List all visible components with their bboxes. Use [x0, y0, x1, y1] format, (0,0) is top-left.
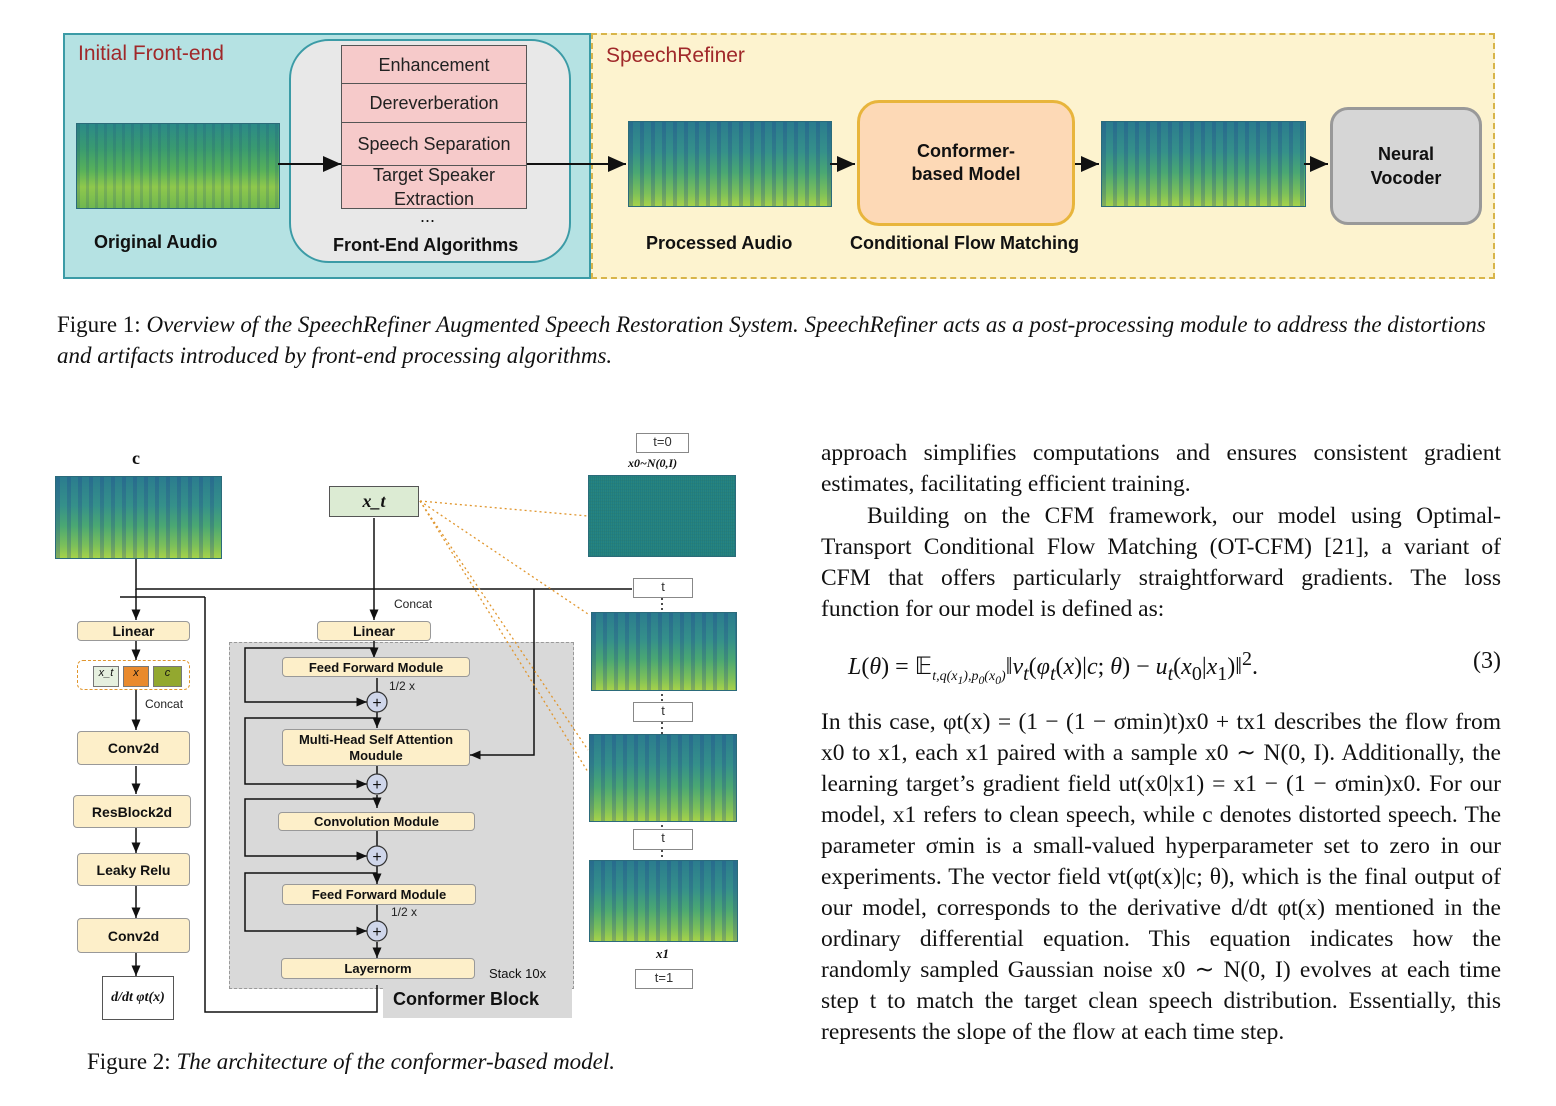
figure2-caption-prefix: Figure 2: — [87, 1049, 171, 1074]
cfm-label: Conditional Flow Matching — [850, 233, 1079, 253]
feed-forward-1: Feed Forward Module — [282, 657, 470, 677]
algo-ellipsis: ... — [420, 206, 436, 226]
algo-dereverberation: Dereverberation — [341, 83, 527, 123]
t-box-1: t — [633, 578, 693, 598]
noise-spectrogram — [588, 475, 736, 557]
xt-input: x_t — [329, 486, 419, 517]
layernorm: Layernorm — [281, 958, 475, 979]
conformer-block-label: Conformer Block — [393, 989, 540, 1009]
concat-group — [77, 660, 190, 690]
equation-3: L(θ) = 𝔼t,q(x1),p0(x0)‖vt(φt(x)|c; θ) − … — [848, 648, 1501, 687]
half-x-2: 1/2 x — [391, 905, 418, 919]
x0-dist-label: x0~N(0,I) — [628, 456, 678, 470]
c-label: c — [132, 448, 140, 468]
paragraph-2: Building on the CFM framework, our model… — [821, 503, 1501, 622]
step2-spectrogram — [589, 734, 737, 822]
concat-x: x — [123, 666, 149, 687]
half-x-1: 1/2 x — [389, 679, 416, 693]
conformer-linear: Linear — [317, 621, 431, 641]
processed-audio-spectrogram — [628, 121, 832, 207]
paragraph-1: approach simplifies computations and ens… — [821, 440, 1501, 497]
figure2-caption-text: The architecture of the conformer-based … — [176, 1049, 616, 1074]
c-spectrogram — [55, 476, 222, 559]
processed-audio-label: Processed Audio — [646, 233, 793, 253]
figure1-arrows — [278, 156, 1328, 172]
concat-c: c — [153, 666, 182, 687]
x1-spectrogram — [589, 860, 738, 942]
algo-speech-separation: Speech Separation — [341, 122, 527, 166]
t1-box: t=1 — [635, 969, 693, 989]
figure1-caption: Figure 1: Overview of the SpeechRefiner … — [57, 309, 1502, 371]
frontend-title: Initial Front-end — [78, 42, 224, 65]
original-audio-spectrogram — [76, 123, 280, 209]
left-leaky-relu: Leaky Relu — [77, 853, 190, 886]
original-audio-label: Original Audio — [94, 232, 218, 252]
figure1-caption-prefix: Figure 1: — [57, 312, 141, 337]
concat-label-right: Concat — [394, 597, 433, 611]
speechrefiner-title: SpeechRefiner — [606, 44, 745, 67]
left-resblock2d: ResBlock2d — [73, 795, 191, 828]
figure2-lines: + + + + — [120, 500, 663, 1013]
neural-vocoder-label: Neural Vocoder — [1370, 144, 1442, 188]
left-linear: Linear — [77, 621, 190, 641]
svg-text:+: + — [372, 849, 381, 866]
t0-box: t=0 — [636, 433, 689, 453]
left-conv2d-1: Conv2d — [77, 731, 190, 765]
neural-vocoder-box: Neural Vocoder — [1330, 107, 1482, 225]
conformer-label-bg — [383, 986, 572, 1018]
svg-text:+: + — [372, 695, 381, 712]
svg-text:+: + — [372, 777, 381, 794]
conformer-model-box: Conformer-based Model — [857, 100, 1075, 226]
algo-target-speaker-extraction: Target Speaker Extraction — [341, 165, 527, 209]
conformer-model-label: Conformer-based Model — [911, 141, 1021, 184]
step1-spectrogram — [591, 612, 737, 691]
concat-label-left: Concat — [145, 697, 184, 711]
svg-text:+: + — [372, 924, 381, 941]
stack-label: Stack 10x — [489, 966, 547, 981]
concat-xt: x_t — [93, 666, 119, 687]
left-conv2d-2: Conv2d — [77, 918, 190, 953]
paragraph-3: In this case, φt(x) = (1 − (1 − σmin)t)x… — [821, 709, 1501, 1045]
feed-forward-2: Feed Forward Module — [282, 884, 476, 905]
x1-label: x1 — [656, 946, 669, 961]
convolution-module: Convolution Module — [278, 812, 475, 831]
frontend-algorithms-label: Front-End Algorithms — [333, 235, 519, 255]
equation-number: (3) — [1473, 648, 1501, 674]
figure2-caption: Figure 2: The architecture of the confor… — [87, 1046, 615, 1077]
t-box-2: t — [633, 702, 693, 722]
output-derivative: d/dt φt(x) — [102, 976, 174, 1020]
multi-head-attention: Multi-Head Self Attention Moudule — [282, 729, 470, 766]
figure1-caption-text: Overview of the SpeechRefiner Augmented … — [57, 312, 1486, 368]
t-box-3: t — [633, 829, 693, 850]
